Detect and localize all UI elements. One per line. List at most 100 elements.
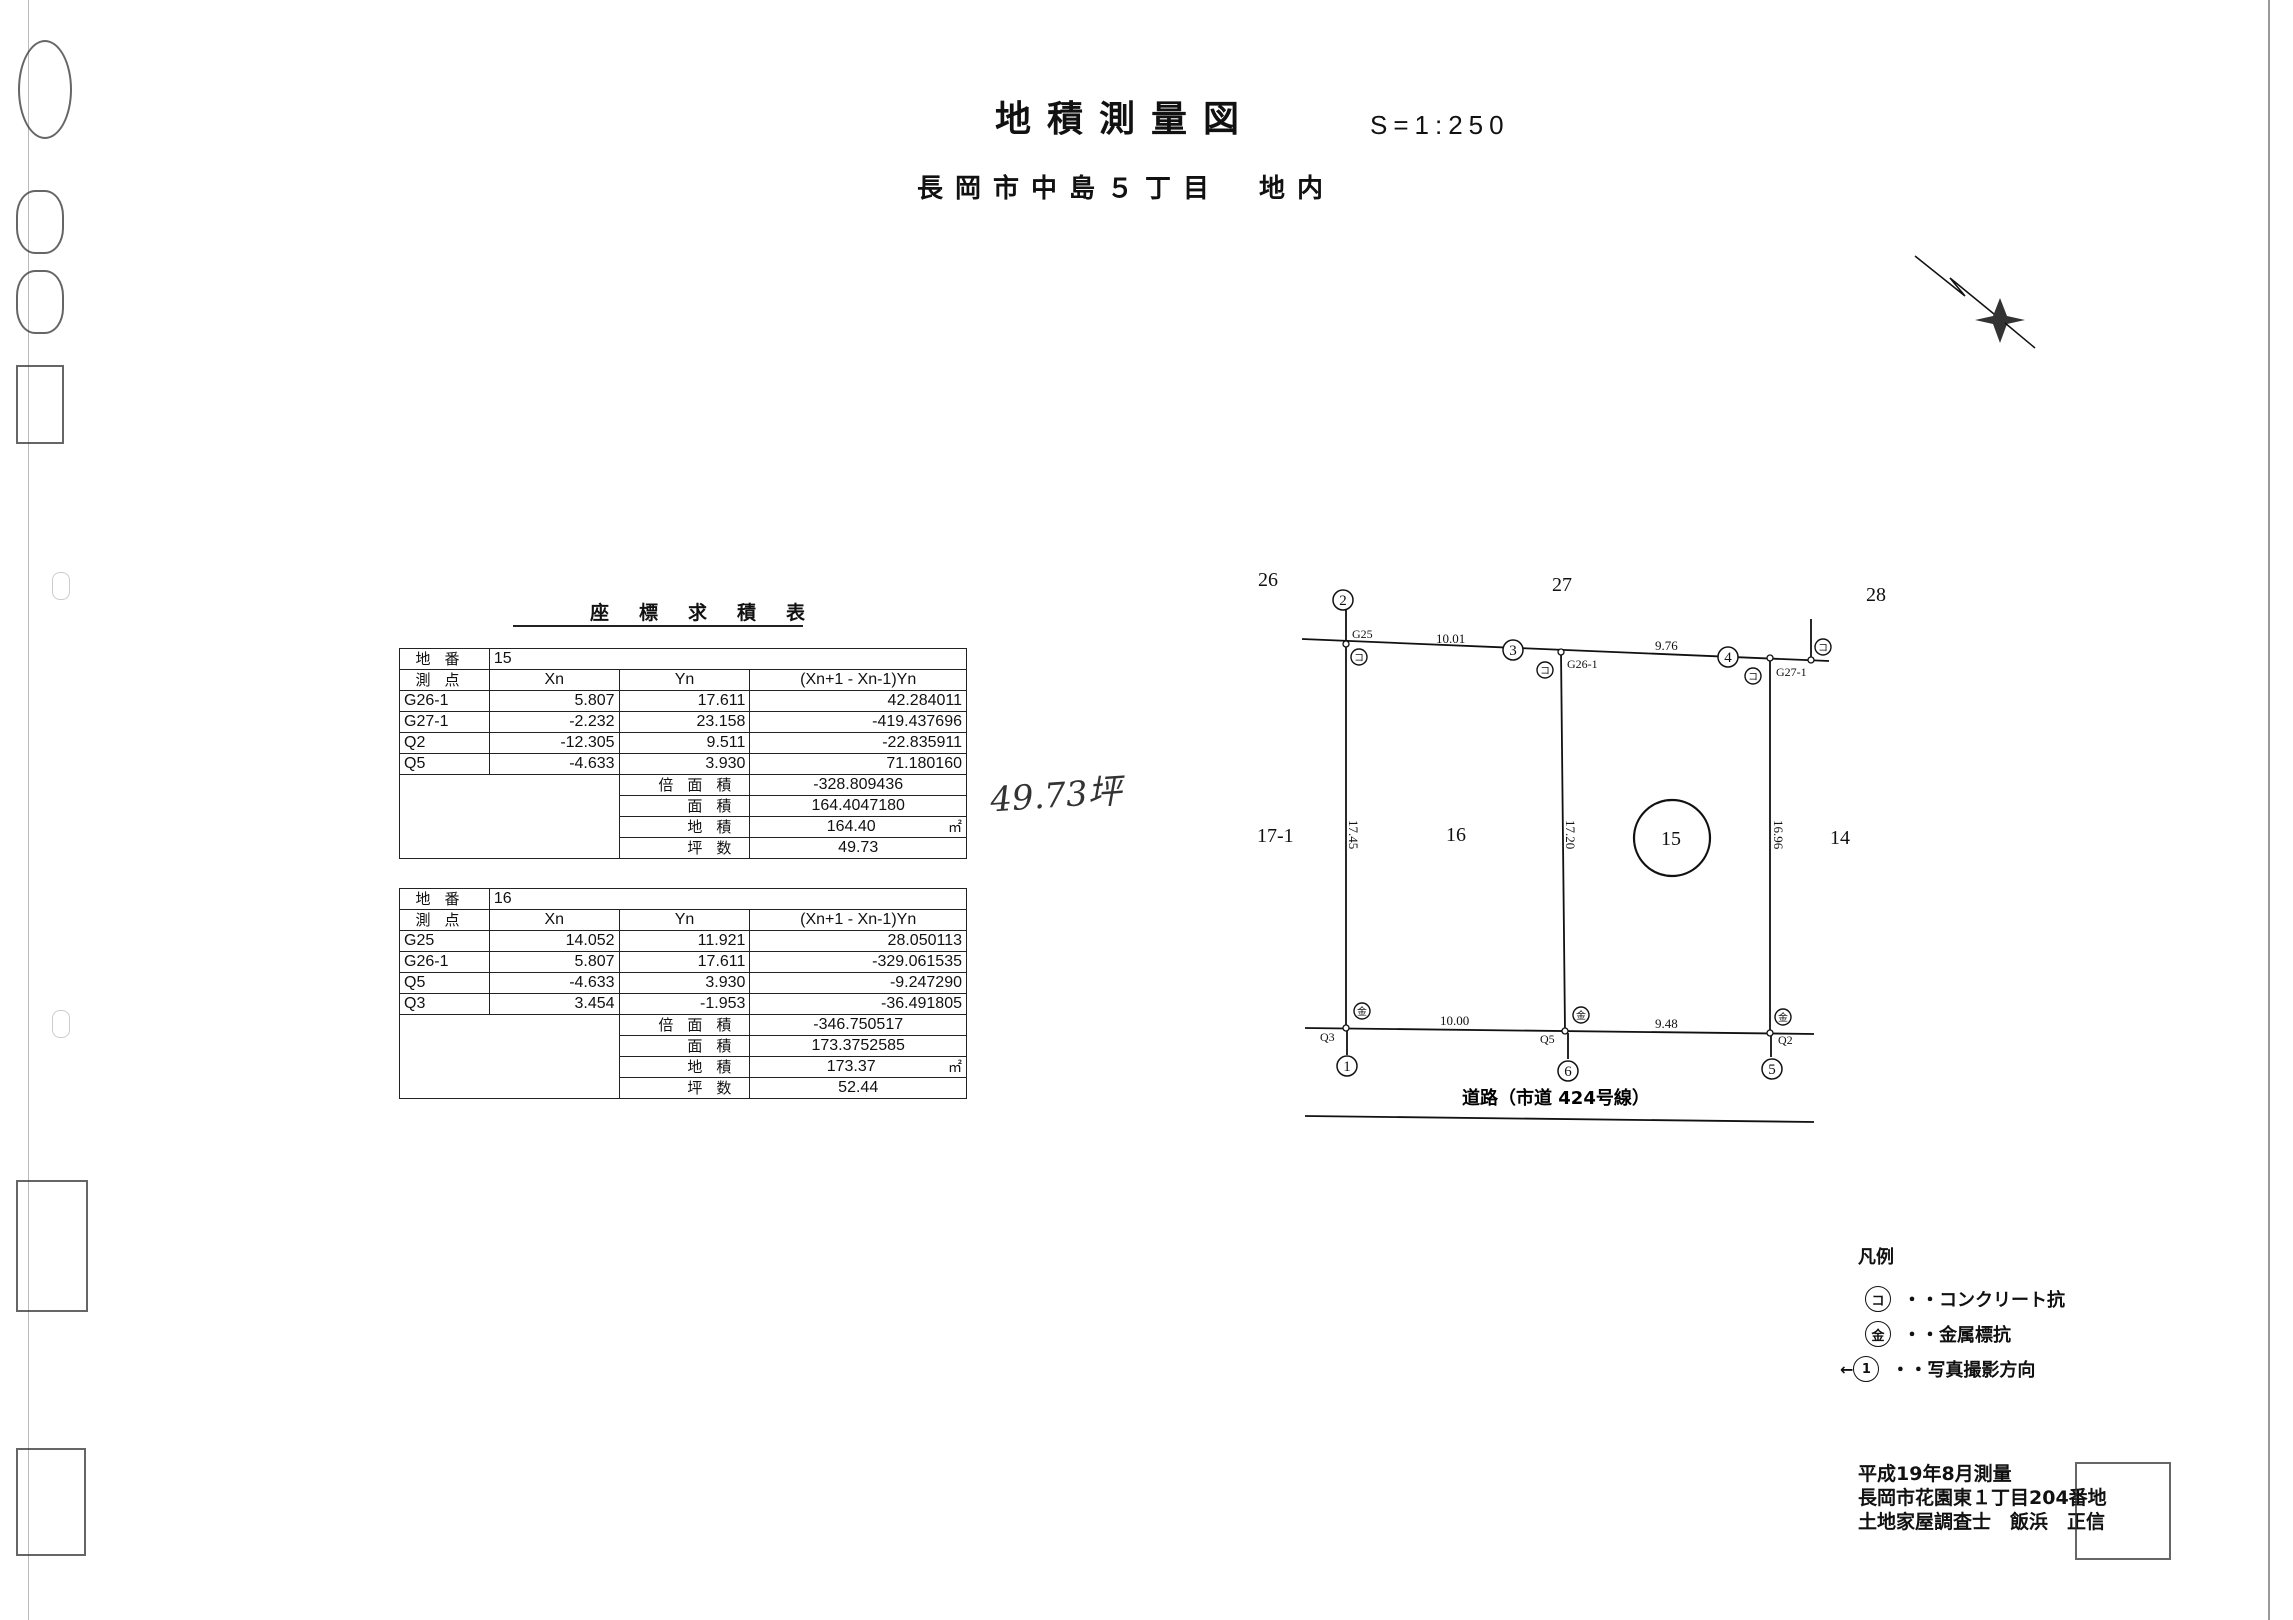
summary-number: 164.4047180 [811,797,905,814]
svg-text:金: 金 [1357,1005,1367,1018]
punch-hole [52,572,70,600]
point-label: G26-1 [1567,657,1598,671]
summary-number: 49.73 [838,839,879,856]
lot-number: 26 [1258,569,1278,591]
summary-number: 52.44 [838,1079,879,1096]
summary-value: -346.750517 [749,1014,967,1036]
svg-text:4: 4 [1724,650,1732,666]
page-border-left [28,0,29,1620]
svg-text:コ: コ [1818,643,1828,654]
arrow-left-icon: ← [1840,1359,1854,1379]
table-cell: -4.633 [488,753,620,775]
photo-marker: 4 [1717,646,1739,668]
table-cell: Q5 [399,972,490,994]
distance-label: 10.00 [1440,1013,1469,1028]
road-label: 道路（市道 424号線） [1462,1087,1650,1109]
svg-text:3: 3 [1509,643,1517,659]
table-cell: -4.633 [488,972,620,994]
svg-text:5: 5 [1768,1062,1776,1078]
survey-point [1807,656,1815,664]
distance-label: 16.96 [1771,820,1786,850]
survey-point [1342,1024,1350,1032]
unit-label: ㎡ [948,1059,962,1075]
photo-marker: 1 [1336,1055,1358,1077]
photo-marker: 5 [1761,1058,1783,1080]
svg-text:6: 6 [1564,1064,1572,1080]
survey-date: 平成19年8月測量 [1858,1463,2012,1485]
point-label: Q5 [1540,1032,1555,1046]
distance-label: 17.20 [1563,820,1578,849]
coordinate-table-title: 座標求積表 [590,602,836,624]
svg-text:2: 2 [1339,593,1347,609]
south-boundary-line [1304,1027,1815,1035]
punch-hole [52,1010,70,1038]
concrete-pile-marker: コ [1350,648,1368,666]
point-label: G25 [1352,627,1373,641]
summary-row: 倍面積-346.750517 [399,1014,967,1099]
photo-marker: 3 [1502,639,1524,661]
table-cell: G26-1 [399,951,490,973]
surveyor-address: 長岡市花園東１丁目204番地 [1858,1487,2107,1509]
metal-pile-marker: 金 [1572,1006,1590,1024]
table-cell: -9.247290 [749,972,967,994]
photo-marker: 2 [1332,589,1354,611]
summary-number: 173.37 [826,1058,876,1075]
summary-value: 52.44 [749,1077,967,1099]
title-underline [513,625,803,627]
lot-number: 17-1 [1257,825,1294,847]
column-header: (Xn+1 - Xn-1)Yn [749,669,967,691]
table-cell: 11.921 [618,930,751,952]
table-cell: -329.061535 [749,951,967,973]
legend-label: ・・金属標抗 [1903,1325,2011,1346]
unit-label: ㎡ [948,819,962,835]
summary-number: -328.809436 [813,776,904,793]
lot-number: 28 [1866,584,1886,606]
lot-15-circle [1632,798,1712,878]
distance-label: 9.48 [1655,1016,1678,1031]
photo-marker: 6 [1557,1060,1579,1082]
summary-value: 164.4047180 [749,795,967,817]
metal-pile-icon: 金 [1865,1321,1891,1347]
svg-text:コ: コ [1354,653,1364,664]
photo-direction-icon: 1 [1853,1356,1880,1382]
summary-row: 坪数 52.44 [400,1077,967,1099]
survey-point [1766,1029,1774,1037]
surveyor-name: 土地家屋調査士 飯浜 正信 [1858,1511,2106,1533]
document-title: 地積測量図 [995,99,1256,140]
summary-label: 倍面積 [618,1014,751,1036]
svg-text:コ: コ [1748,672,1758,683]
concrete-pile-marker: コ [1744,667,1762,685]
table-cell: 3.930 [618,753,751,775]
scale-label: S=1:250 [1370,110,1510,140]
lot-label: 地番 [399,888,490,910]
blank-cell [399,774,620,859]
location-label: 長岡市中島５丁目 地内 [917,174,1336,204]
margin-seal [16,1180,88,1312]
lot-number: 15 [1661,828,1681,850]
table-cell: 42.284011 [749,690,967,712]
table-cell: 17.611 [618,690,751,712]
summary-label: 坪数 [618,1077,751,1099]
legend-item-photo: ← 1 ・・写真撮影方向 [1840,1356,2035,1382]
road-edge-line [1304,1115,1815,1123]
column-header: Yn [618,669,751,691]
point-label: Q2 [1778,1033,1793,1047]
summary-value: 173.3752585 [749,1035,967,1057]
north-arrow-icon [1914,255,2036,349]
summary-label: 坪数 [618,837,751,859]
svg-text:コ: コ [1540,666,1550,677]
blank-cell [399,1014,620,1099]
lot-label: 地番 [399,648,490,670]
margin-seal [16,365,64,444]
